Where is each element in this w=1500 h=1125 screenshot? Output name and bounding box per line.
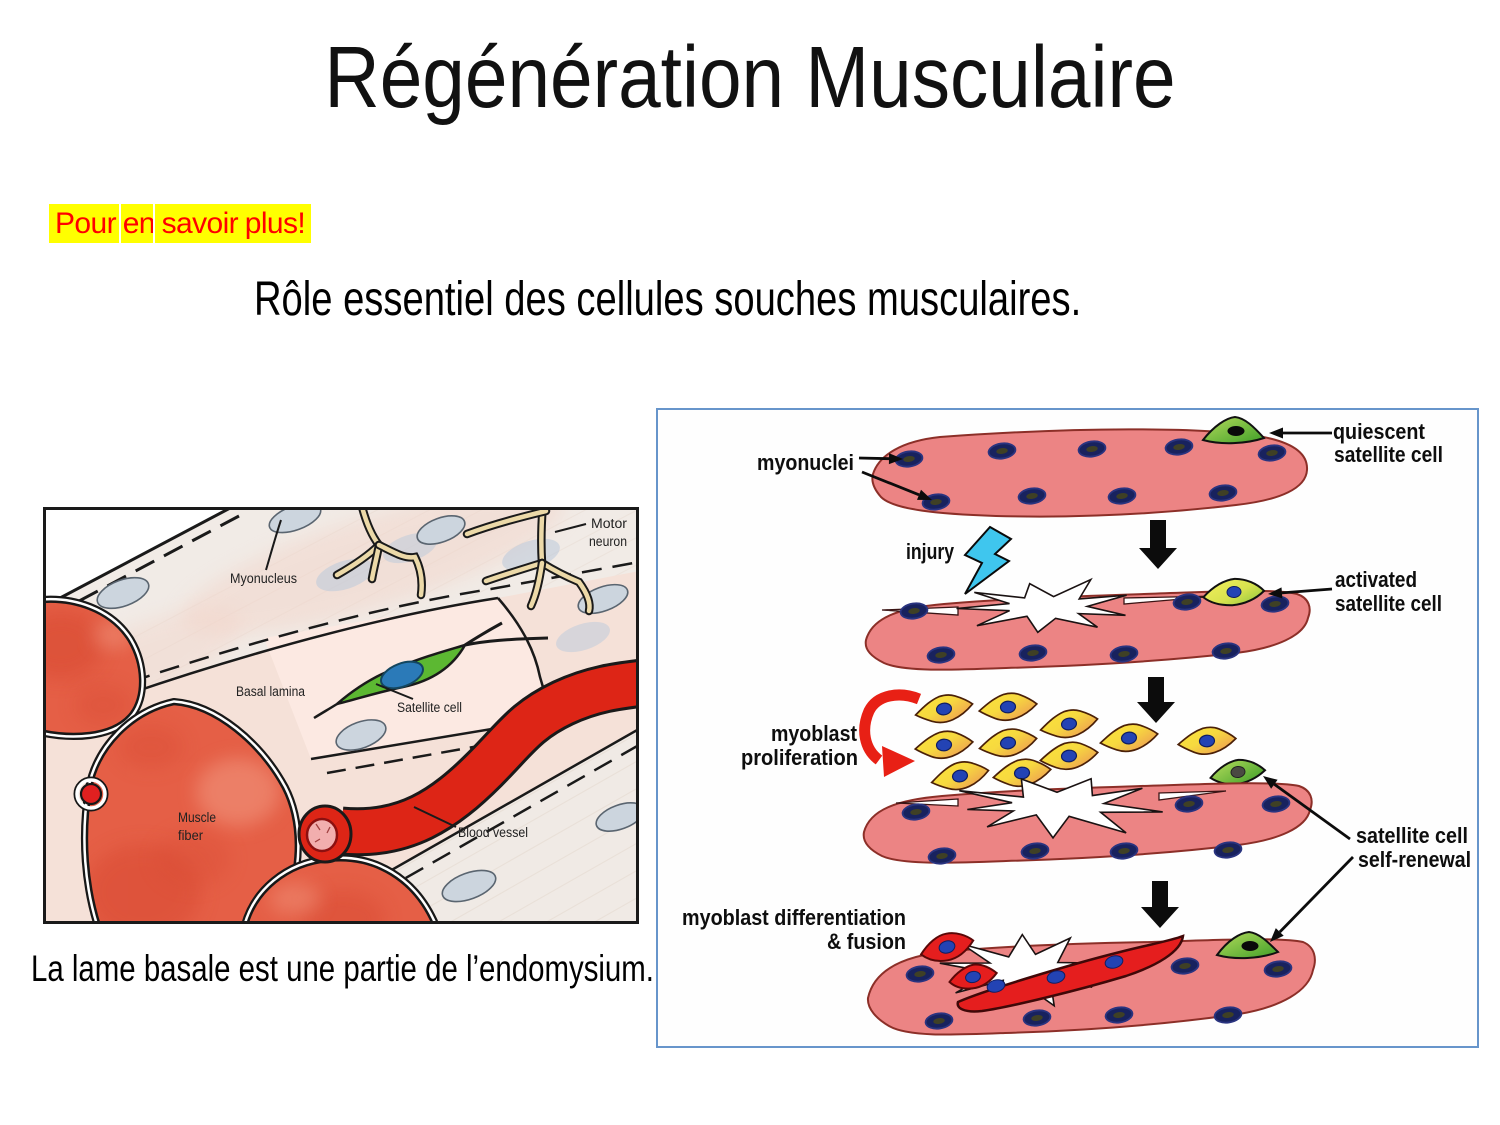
svg-text:Satellite cell: Satellite cell — [397, 700, 462, 715]
svg-text:& fusion: & fusion — [827, 929, 906, 954]
svg-text:myonuclei: myonuclei — [757, 450, 854, 475]
svg-text:satellite cell: satellite cell — [1335, 591, 1442, 616]
svg-text:injury: injury — [906, 539, 955, 564]
svg-text:Myonucleus: Myonucleus — [230, 571, 297, 586]
svg-text:myoblast: myoblast — [771, 721, 858, 746]
svg-text:satellite cell: satellite cell — [1356, 823, 1468, 848]
svg-text:Blood vessel: Blood vessel — [458, 825, 528, 840]
svg-text:satellite cell: satellite cell — [1334, 442, 1443, 467]
svg-text:activated: activated — [1335, 567, 1417, 592]
svg-text:proliferation: proliferation — [741, 745, 858, 770]
svg-text:quiescent: quiescent — [1333, 419, 1426, 444]
svg-text:Muscle: Muscle — [178, 810, 216, 825]
svg-text:self-renewal: self-renewal — [1358, 847, 1471, 872]
svg-text:fiber: fiber — [178, 828, 203, 843]
svg-text:Basal lamina: Basal lamina — [236, 684, 305, 699]
svg-text:myoblast differentiation: myoblast differentiation — [682, 905, 906, 930]
svg-text:neuron: neuron — [589, 534, 627, 549]
svg-text:Motor: Motor — [591, 516, 628, 531]
